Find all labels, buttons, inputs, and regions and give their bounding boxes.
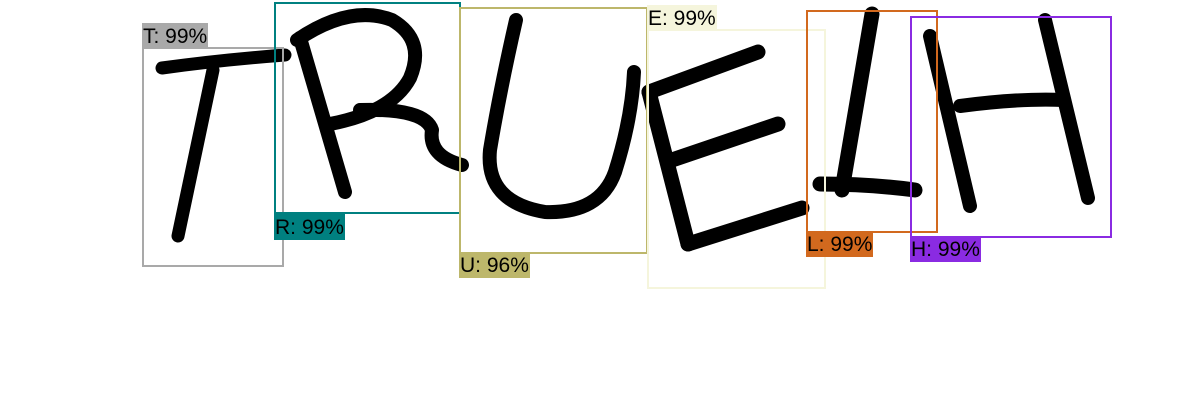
detection-box-e [647,29,826,289]
detection-label-e: E: 99% [647,5,717,31]
detection-label-r: R: 99% [274,214,345,240]
handwritten-letter-u [482,13,641,220]
detection-label-l: L: 99% [806,231,874,257]
detection-box-t [142,47,284,267]
handwritten-letter-r [290,8,469,199]
handwritten-letter-t [155,48,292,243]
detection-box-r [274,2,461,214]
detection-label-t: T: 99% [142,23,209,49]
detection-box-u [459,7,648,254]
handwritten-letter-e [641,44,810,252]
detection-label-h: H: 99% [910,236,981,262]
detection-box-h [910,16,1112,238]
handwritten-letter-l [812,6,923,198]
detection-label-u: U: 96% [459,252,530,278]
